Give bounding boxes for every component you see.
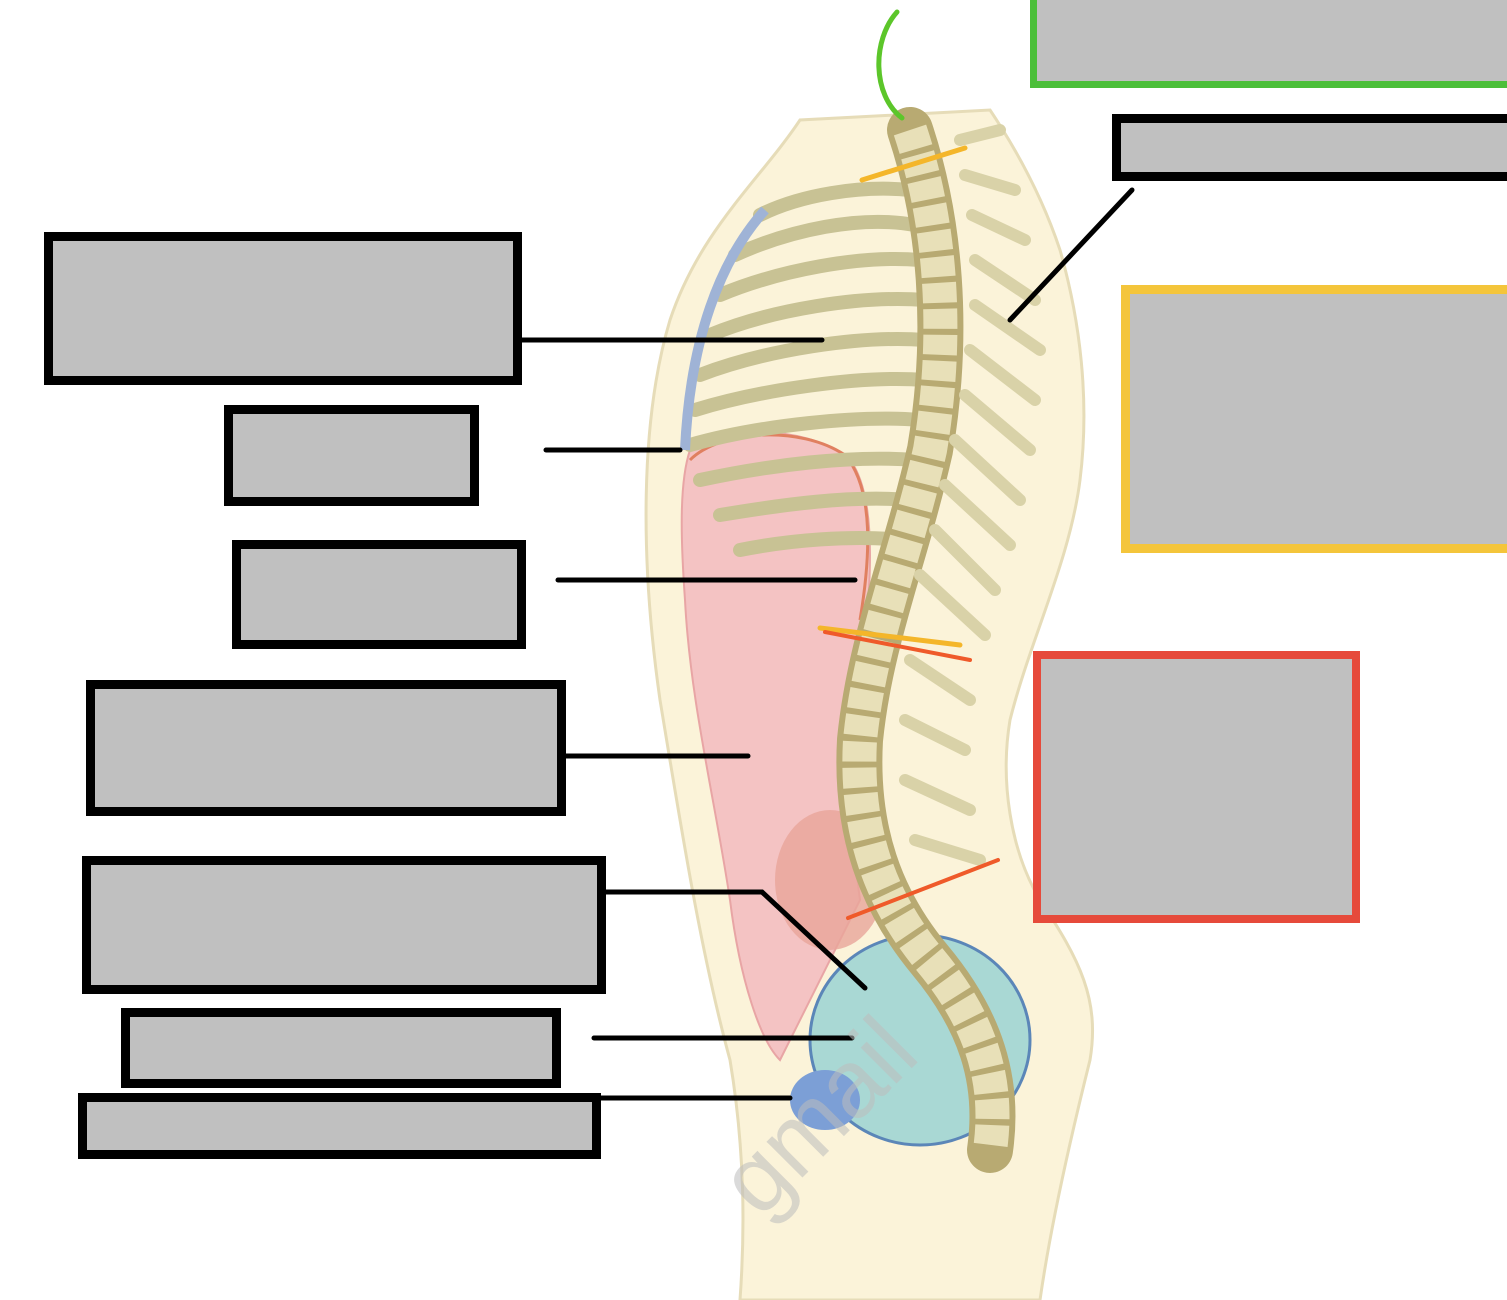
leader-line-l5: [603, 889, 868, 991]
pubic-region: [790, 1070, 860, 1130]
rib-cage: [683, 181, 932, 557]
thoracic-bottom-marker: [817, 625, 963, 648]
label-box-right-black[interactable]: [1112, 114, 1507, 181]
leader-line-r2: [1007, 187, 1135, 323]
lumbar-bottom-marker: [846, 858, 1000, 920]
label-box-left-3[interactable]: [232, 540, 526, 649]
label-box-right-green[interactable]: [1030, 0, 1507, 88]
thoracic-top-marker: [859, 145, 968, 183]
label-box-left-7[interactable]: [78, 1093, 601, 1159]
leader-lines: [519, 187, 1135, 1101]
vertebral-column-light: [842, 124, 1010, 1153]
label-box-right-red[interactable]: [1033, 651, 1360, 923]
label-box-right-yellow[interactable]: [1121, 285, 1507, 553]
green-bracket-marker: [876, 9, 905, 121]
lumbar-top-marker: [823, 630, 972, 662]
label-box-left-2[interactable]: [224, 405, 479, 506]
label-box-left-1[interactable]: [44, 232, 522, 385]
label-box-left-6[interactable]: [121, 1008, 561, 1088]
costal-cartilage: [680, 206, 769, 451]
label-box-left-5[interactable]: [82, 856, 606, 994]
label-box-left-4[interactable]: [86, 680, 566, 816]
spinous-processes: [899, 124, 1046, 866]
